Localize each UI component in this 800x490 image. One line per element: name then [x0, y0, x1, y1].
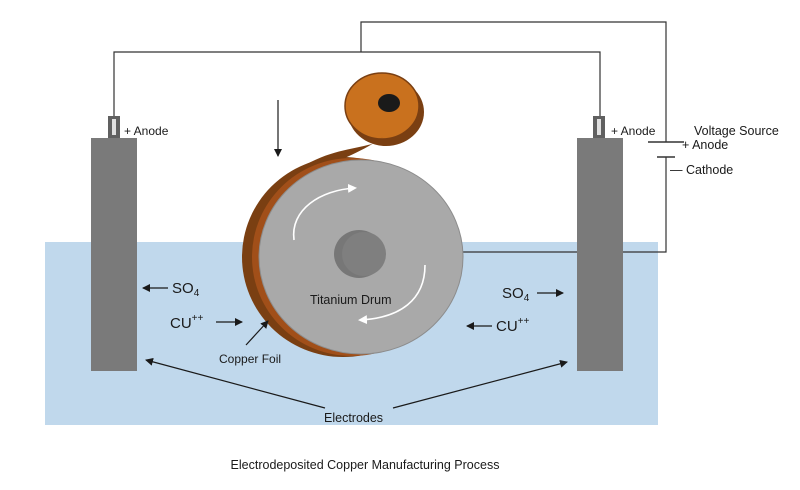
copper-foil-roll — [344, 72, 424, 146]
so4-left-label: SO4 — [172, 280, 200, 299]
cu-right-label: CU++ — [496, 316, 530, 335]
left-electrode — [91, 116, 137, 371]
titanium-drum-label: Titanium Drum — [310, 293, 392, 307]
anode-right-label: + Anode — [611, 124, 656, 138]
rotation-arrow-bottom — [358, 264, 426, 325]
so4-right-label: SO4 — [502, 285, 530, 304]
voltage-source-symbol — [648, 141, 684, 158]
rotation-arrow-top — [292, 183, 357, 241]
cu-left-label: CU++ — [170, 313, 204, 332]
voltage-source-anode-label: + Anode — [682, 138, 728, 152]
right-electrode — [577, 116, 623, 371]
copper-foil-pointer — [245, 320, 269, 346]
voltage-source-cathode-label: — Cathode — [670, 163, 733, 177]
voltage-source-label: Voltage Source — [694, 124, 779, 138]
electrodes-pointer-left — [145, 357, 326, 409]
copper-foil-label: Copper Foil — [219, 352, 281, 366]
diagram-caption: Electrodeposited Copper Manufacturing Pr… — [231, 458, 500, 472]
anode-left-label: + Anode — [124, 124, 169, 138]
roll-core — [378, 94, 400, 112]
left-electrode-plate — [91, 138, 137, 371]
right-electrode-plate — [577, 138, 623, 371]
electrodes-pointer-right — [392, 359, 568, 409]
electrodes-label: Electrodes — [324, 411, 383, 425]
